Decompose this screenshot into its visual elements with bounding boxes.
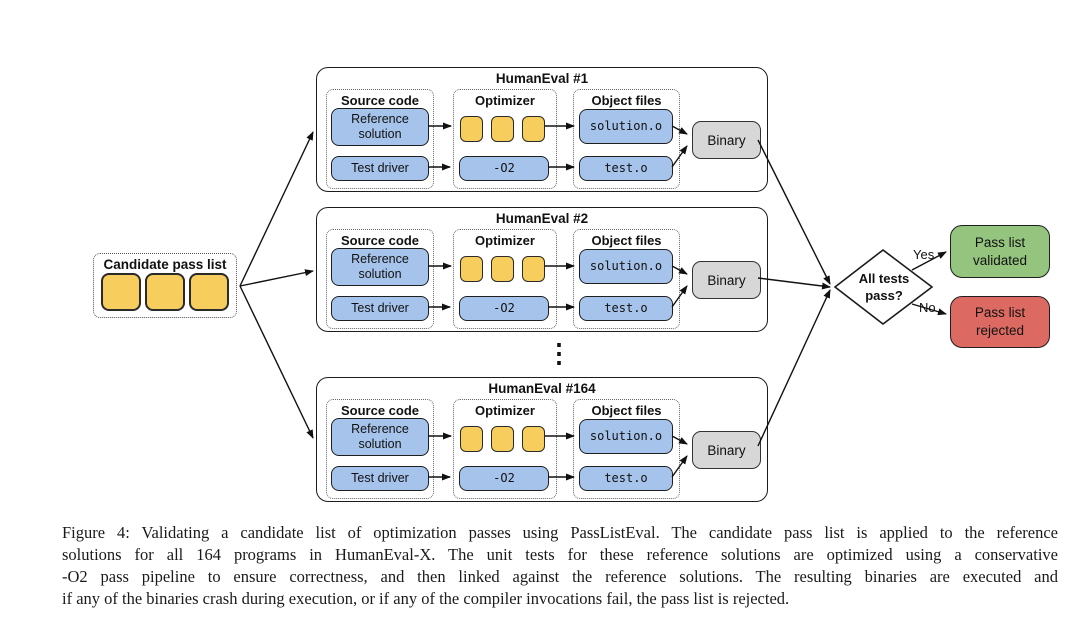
pass-chip [460,256,483,282]
test-object-box: test.o [579,156,673,181]
test-object-box: test.o [579,466,673,491]
caption-line: -O2 pass pipeline to ensure correctness,… [62,567,1058,586]
source-code-label: Source code [340,403,420,418]
object-files-label: Object files [591,233,662,248]
pass-chip [189,273,229,311]
caption-line: if any of the binaries crash during exec… [62,589,790,608]
candidate-pass-list-box: Candidate pass list [93,253,237,318]
o2-flag-box: -O2 [459,156,549,181]
pass-chip [491,256,514,282]
binary-box: Binary [692,261,761,299]
optimizer-label: Optimizer [475,403,535,418]
object-files-group [573,399,680,499]
candidate-fan-arrows [239,131,314,439]
block-title: HumanEval #2 [495,211,589,226]
optimizer-label: Optimizer [475,93,535,108]
solution-object-box: solution.o [579,419,673,454]
test-driver-box: Test driver [331,156,429,181]
figure-caption: Figure 4: Validating a candidate list of… [62,522,1058,610]
optimizer-group [453,89,557,189]
reference-solution-box: Reference solution [331,108,429,146]
test-driver-box: Test driver [331,466,429,491]
optimizer-group [453,399,557,499]
solution-object-box: solution.o [579,109,673,144]
optimizer-pass-chips [460,116,545,142]
source-code-group [326,89,434,189]
object-files-label: Object files [591,93,662,108]
pass-chip [491,426,514,452]
solution-object-box: solution.o [579,249,673,284]
candidate-pass-chips [94,273,236,311]
block-title: HumanEval #1 [495,71,589,86]
pass-list-rejected-box: Pass list rejected [950,296,1050,348]
binary-to-decision-arrows [757,139,831,447]
candidate-pass-list-label: Candidate pass list [103,257,227,272]
all-tests-pass-label: All tests pass? [858,271,910,303]
object-files-label: Object files [591,403,662,418]
optimizer-label: Optimizer [475,233,535,248]
reference-solution-box: Reference solution [331,248,429,286]
pass-chip [460,116,483,142]
source-code-group [326,399,434,499]
o2-flag-box: -O2 [459,296,549,321]
source-code-group [326,229,434,329]
test-driver-box: Test driver [331,296,429,321]
pass-chip [522,426,545,452]
caption-line: Figure 4: Validating a candidate list of… [62,523,1058,542]
humaneval-164-block: HumanEval #164 Source code Optimizer Obj… [316,377,768,502]
yes-branch-label: Yes [913,247,935,262]
pass-chip [145,273,185,311]
block-title: HumanEval #164 [488,381,596,396]
optimizer-pass-chips [460,256,545,282]
no-branch-label: No [919,300,936,315]
optimizer-pass-chips [460,426,545,452]
pass-chip [101,273,141,311]
source-code-label: Source code [340,233,420,248]
object-files-group [573,229,680,329]
reference-solution-box: Reference solution [331,418,429,456]
object-files-group [573,89,680,189]
humaneval-1-block: HumanEval #1 Source code Optimizer Objec… [316,67,768,192]
vertical-ellipsis: ⋮ [546,338,572,368]
caption-line: solutions for all 164 programs in HumanE… [62,545,1058,564]
optimizer-group [453,229,557,329]
pass-list-validated-box: Pass list validated [950,225,1050,278]
pass-chip [460,426,483,452]
o2-flag-box: -O2 [459,466,549,491]
pass-chip [522,116,545,142]
source-code-label: Source code [340,93,420,108]
test-object-box: test.o [579,296,673,321]
pass-chip [491,116,514,142]
binary-box: Binary [692,121,761,159]
pass-chip [522,256,545,282]
binary-box: Binary [692,431,761,469]
humaneval-2-block: HumanEval #2 Source code Optimizer Objec… [316,207,768,332]
